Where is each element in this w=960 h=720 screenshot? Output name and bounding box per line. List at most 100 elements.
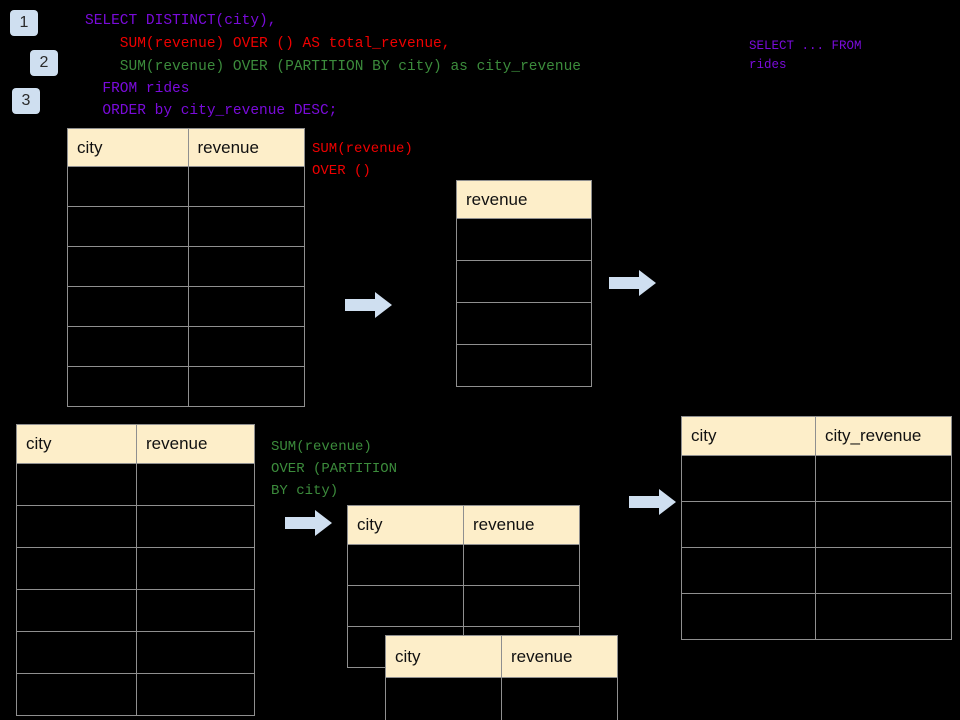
- column-header-city: city: [347, 505, 464, 545]
- annotation-over-empty: OVER (): [312, 163, 371, 179]
- table-cell: [16, 463, 137, 506]
- annotation-sum-revenue-partition: SUM(revenue): [271, 439, 372, 455]
- table-cell: [187, 286, 305, 327]
- total-revenue-table: revenue: [456, 180, 592, 387]
- table-cell: [67, 326, 189, 367]
- step-badge-3: 3: [12, 88, 40, 114]
- table-cell: [136, 589, 255, 632]
- table-header-row: revenue: [456, 180, 592, 219]
- table-row: [347, 585, 580, 627]
- table-cell: [187, 326, 305, 367]
- table-row: [67, 286, 305, 327]
- table-row: [67, 326, 305, 367]
- table-cell: [16, 673, 137, 716]
- table-cell: [815, 547, 952, 594]
- table-row: [67, 246, 305, 287]
- table-cell: [681, 547, 816, 594]
- table-cell: [501, 677, 618, 720]
- arrow-total-to-result: [609, 268, 657, 303]
- table-cell: [16, 589, 137, 632]
- table-row: [67, 206, 305, 247]
- table-row: [16, 505, 255, 548]
- table-cell: [187, 246, 305, 287]
- table-cell: [456, 344, 592, 387]
- table-cell: [456, 218, 592, 261]
- sql-line-from: FROM rides: [85, 81, 190, 97]
- side-note-rides: rides: [749, 58, 787, 72]
- table-row: [16, 463, 255, 506]
- table-row: [456, 218, 592, 261]
- column-header-revenue: revenue: [501, 635, 618, 678]
- table-row: [67, 166, 305, 207]
- table-cell: [67, 166, 189, 207]
- table-row: [681, 455, 952, 502]
- table-row: [681, 501, 952, 548]
- column-header-revenue: revenue: [136, 424, 255, 464]
- table-cell: [16, 631, 137, 674]
- table-row: [456, 302, 592, 345]
- column-header-city: city: [67, 128, 189, 167]
- annotation-over-partition: OVER (PARTITION: [271, 461, 398, 477]
- table-cell: [67, 366, 189, 407]
- step-badge-2: 2: [30, 50, 58, 76]
- table-cell: [187, 166, 305, 207]
- table-cell: [681, 593, 816, 640]
- column-header-city: city: [681, 416, 816, 456]
- column-header-city_revenue: city_revenue: [815, 416, 952, 456]
- table-row: [456, 260, 592, 303]
- table-row: [67, 366, 305, 407]
- step-badge-1: 1: [10, 10, 38, 36]
- table-cell: [16, 547, 137, 590]
- sql-line-total-revenue: SUM(revenue) OVER () AS total_revenue,: [85, 36, 451, 52]
- table-cell: [136, 631, 255, 674]
- table-cell: [67, 286, 189, 327]
- table-row: [681, 547, 952, 594]
- column-header-revenue: revenue: [463, 505, 580, 545]
- column-header-city: city: [16, 424, 137, 464]
- annotation-sum-revenue-over: SUM(revenue): [312, 141, 413, 157]
- table-cell: [456, 260, 592, 303]
- table-cell: [16, 505, 137, 548]
- table-cell: [815, 455, 952, 502]
- table-row: [681, 593, 952, 640]
- table-cell: [463, 585, 580, 627]
- table-row: [16, 589, 255, 632]
- arrow-source-to-partition: [285, 508, 333, 543]
- table-cell: [187, 206, 305, 247]
- column-header-city: city: [385, 635, 502, 678]
- column-header-revenue: revenue: [456, 180, 592, 219]
- column-header-revenue: revenue: [187, 128, 305, 167]
- table-row: [16, 673, 255, 716]
- table-cell: [67, 206, 189, 247]
- table-cell: [347, 585, 464, 627]
- table-cell: [456, 302, 592, 345]
- sql-line-city-revenue: SUM(revenue) OVER (PARTITION BY city) as…: [85, 59, 581, 75]
- table-cell: [136, 505, 255, 548]
- table-cell: [681, 501, 816, 548]
- arrow-source-to-total: [345, 290, 393, 325]
- sql-line-order-by: ORDER by city_revenue DESC;: [85, 103, 338, 119]
- table-cell: [347, 544, 464, 586]
- table-row: [347, 544, 580, 586]
- table-cell: [385, 677, 502, 720]
- table-cell: [681, 455, 816, 502]
- table-cell: [136, 463, 255, 506]
- table-cell: [815, 593, 952, 640]
- side-note-select-from: SELECT ... FROM: [749, 39, 862, 53]
- table-row: [385, 677, 618, 720]
- table-cell: [136, 673, 255, 716]
- table-row: [456, 344, 592, 387]
- table-row: [16, 631, 255, 674]
- table-cell: [136, 547, 255, 590]
- arrow-partition-to-result: [629, 487, 677, 522]
- table-cell: [187, 366, 305, 407]
